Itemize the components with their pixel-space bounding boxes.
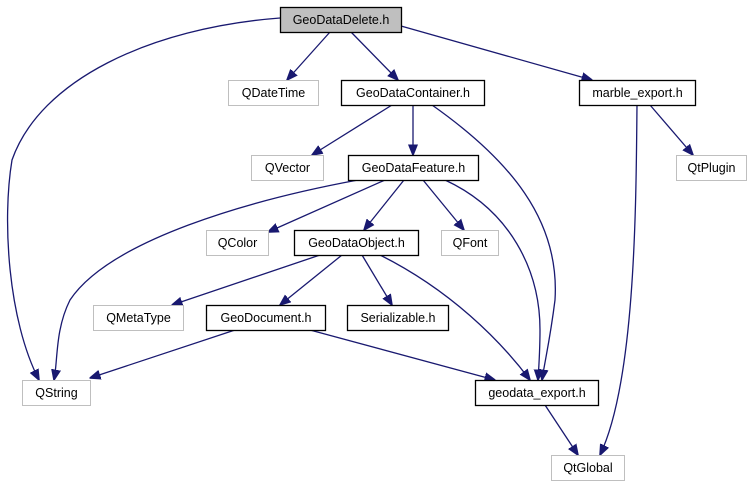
node-qvector: QVector bbox=[251, 155, 324, 181]
node-label: QFont bbox=[453, 236, 488, 250]
node-geodatacontainer[interactable]: GeoDataContainer.h bbox=[340, 79, 486, 107]
edge-geodatadelete-to-marble_export bbox=[400, 25, 592, 80]
node-qdatetime: QDateTime bbox=[228, 80, 319, 106]
edge-geodatafeature-to-qfont bbox=[422, 179, 464, 230]
node-box bbox=[279, 6, 403, 34]
node-label: QColor bbox=[218, 236, 258, 250]
node-qmetatype: QMetaType bbox=[93, 305, 184, 331]
node-geodatafeature[interactable]: GeoDataFeature.h bbox=[347, 154, 480, 182]
edge-marble_export-to-qtglobal bbox=[600, 104, 638, 455]
node-box bbox=[251, 155, 324, 181]
node-label: QString bbox=[35, 386, 77, 400]
node-marble-export[interactable]: marble_export.h bbox=[578, 79, 697, 107]
node-label: marble_export.h bbox=[592, 86, 682, 100]
edge-geodatafeature-to-qstring bbox=[54, 179, 359, 380]
node-box bbox=[206, 230, 269, 256]
node-label: GeoDataObject.h bbox=[308, 236, 405, 250]
node-box bbox=[676, 155, 747, 181]
node-qstring: QString bbox=[22, 380, 91, 406]
node-label: GeoDataContainer.h bbox=[356, 86, 470, 100]
edge-geodataobject-to-serializable bbox=[361, 254, 392, 305]
edge-geodataobject-to-qmetatype bbox=[172, 254, 321, 305]
node-qtglobal: QtGlobal bbox=[551, 455, 625, 481]
node-qfont: QFont bbox=[441, 230, 499, 256]
edge-geodatacontainer-to-geodata_export bbox=[431, 104, 556, 380]
node-qtplugin: QtPlugin bbox=[676, 155, 747, 181]
node-box bbox=[205, 304, 327, 332]
node-box bbox=[441, 230, 499, 256]
node-geodocument[interactable]: GeoDocument.h bbox=[205, 304, 327, 332]
node-box bbox=[346, 304, 450, 332]
edges-layer bbox=[6, 17, 693, 455]
edge-geodatafeature-to-geodata_export bbox=[444, 179, 540, 380]
edge-geodataobject-to-geodocument bbox=[280, 254, 343, 305]
edge-geodata_export-to-qtglobal bbox=[544, 404, 578, 455]
node-label: QDateTime bbox=[242, 86, 305, 100]
node-label: GeoDataFeature.h bbox=[362, 161, 466, 175]
node-box bbox=[578, 79, 697, 107]
edge-marble_export-to-qtplugin bbox=[649, 104, 693, 155]
node-label: QtPlugin bbox=[688, 161, 736, 175]
node-serializable[interactable]: Serializable.h bbox=[346, 304, 450, 332]
node-box bbox=[93, 305, 184, 331]
edge-geodocument-to-qstring bbox=[90, 329, 236, 378]
node-box bbox=[293, 229, 420, 257]
node-box bbox=[551, 455, 625, 481]
edge-geodatadelete-to-geodatacontainer bbox=[350, 31, 398, 80]
node-label: QVector bbox=[265, 161, 310, 175]
node-box bbox=[347, 154, 480, 182]
node-qcolor: QColor bbox=[206, 230, 269, 256]
node-box bbox=[228, 80, 319, 106]
edge-geodatafeature-to-qcolor bbox=[268, 179, 386, 232]
node-label: GeoDataDelete.h bbox=[293, 13, 390, 27]
node-geodataobject[interactable]: GeoDataObject.h bbox=[293, 229, 420, 257]
edge-geodatafeature-to-geodataobject bbox=[364, 179, 405, 230]
node-label: Serializable.h bbox=[360, 311, 435, 325]
edge-geodatadelete-to-qdatetime bbox=[287, 31, 331, 80]
edge-geodocument-to-geodata_export bbox=[309, 329, 495, 380]
node-box bbox=[340, 79, 486, 107]
node-label: geodata_export.h bbox=[488, 386, 585, 400]
node-label: QtGlobal bbox=[563, 461, 612, 475]
edge-geodatacontainer-to-qvector bbox=[312, 104, 393, 155]
edge-geodatadelete-to-qstring bbox=[6, 17, 281, 380]
node-label: QMetaType bbox=[106, 311, 171, 325]
node-box bbox=[22, 380, 91, 406]
node-label: GeoDocument.h bbox=[220, 311, 311, 325]
node-geodata-export[interactable]: geodata_export.h bbox=[474, 379, 600, 407]
node-box bbox=[474, 379, 600, 407]
edge-geodataobject-to-geodata_export bbox=[379, 254, 530, 380]
node-geodatadelete[interactable]: GeoDataDelete.h bbox=[279, 6, 403, 34]
